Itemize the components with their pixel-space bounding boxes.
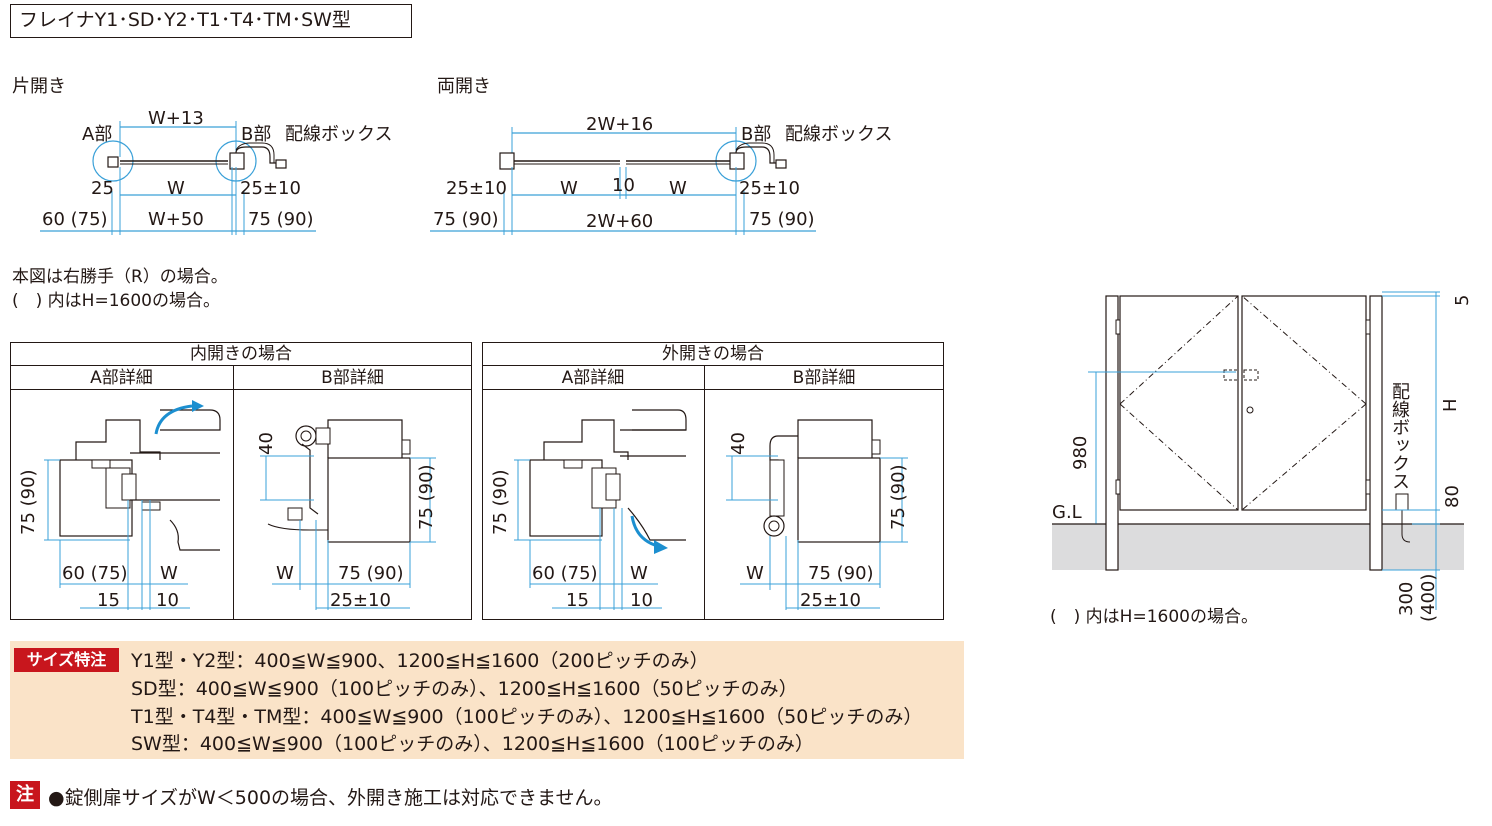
outward-a-bottom-10: 10 [630, 590, 653, 611]
inward-b-w: W [276, 563, 294, 584]
single-bottom-right: 75 (90) [248, 209, 314, 230]
elevation-paren-note: ( ) 内はH=1600の場合。 [1050, 607, 1258, 627]
outward-b-75: 75 (90) [808, 563, 874, 584]
outward-b-w: W [746, 563, 764, 584]
size-order-line: SD型：400≦W≦900（100ピッチのみ）、1200≦H≦1600（50ピッ… [131, 678, 798, 700]
inward-b-25: 25±10 [330, 590, 391, 611]
outward-b-25: 25±10 [800, 590, 861, 611]
outward-a-bottom-15: 15 [566, 590, 589, 611]
single-b-part-label: B部 [241, 124, 272, 145]
caution-text: ●錠側扉サイズがW＜500の場合、外開き施工は対応できません。 [48, 787, 613, 809]
double-width-left: W [560, 178, 578, 199]
inward-detail-drawings [44, 400, 436, 610]
single-bottom-left: 60 (75) [42, 209, 108, 230]
elevation-dim-5: 5 [1452, 294, 1473, 306]
elevation-wiring-box-label: 配線ボックス [1389, 382, 1410, 490]
single-wiring-box-label: 配線ボックス [285, 124, 393, 145]
outward-b-height: 75 (90) [888, 464, 909, 530]
single-swing-plan [40, 121, 316, 235]
elevation-dim-300: 300 [1396, 581, 1417, 616]
double-swing-title: 両開き [437, 76, 491, 97]
double-gap: 10 [612, 175, 635, 196]
inward-b-height: 75 (90) [416, 464, 437, 530]
outward-detail-panel [482, 342, 944, 620]
handed-note: 本図は右勝手（R）の場合。 [12, 267, 228, 287]
elevation-dim-980: 980 [1070, 435, 1091, 470]
single-width: W [167, 178, 185, 199]
size-order-line: Y1型・Y2型：400≦W≦900、1200≦H≦1600（200ピッチのみ） [131, 650, 709, 672]
single-left-offset: 25 [91, 178, 114, 199]
double-bottom-left: 75 (90) [433, 209, 499, 230]
single-a-part-label: A部 [82, 124, 113, 145]
double-swing-plan [430, 127, 816, 235]
outward-b-title: B部詳細 [792, 368, 856, 388]
inward-a-height: 75 (90) [18, 469, 39, 535]
single-right-offset: 25±10 [240, 178, 301, 199]
outward-a-height: 75 (90) [490, 469, 511, 535]
elevation-dim-400: (400) [1418, 573, 1439, 622]
elevation-dim-80: 80 [1442, 485, 1463, 508]
page-title: フレイナY1･SD･Y2･T1･T4･TM･SW型 [10, 4, 412, 38]
inward-b-75: 75 (90) [338, 563, 404, 584]
paren-note: ( ) 内はH=1600の場合。 [12, 291, 220, 311]
gate-elevation [1052, 291, 1464, 610]
double-bottom-mid: 2W+60 [586, 211, 654, 232]
double-width-right: W [669, 178, 687, 199]
outward-a-title: A部詳細 [561, 368, 625, 388]
outward-a-bottom-w: W [630, 563, 648, 584]
inward-a-bottom-10: 10 [156, 590, 179, 611]
inward-b-title: B部詳細 [321, 368, 384, 388]
inward-a-title: A部詳細 [90, 368, 153, 388]
double-top-dim: 2W+16 [586, 114, 654, 135]
outward-a-bottom-left: 60 (75) [532, 563, 598, 584]
single-top-dim: W+13 [148, 108, 204, 129]
outward-b-40: 40 [728, 432, 749, 455]
inward-a-bottom-15: 15 [97, 590, 120, 611]
inward-detail-panel [10, 342, 472, 620]
double-left-offset: 25±10 [446, 178, 507, 199]
single-bottom-mid: W+50 [148, 209, 204, 230]
inward-title: 内開きの場合 [190, 344, 292, 364]
outward-title: 外開きの場合 [662, 344, 764, 364]
elevation-dim-h: H [1440, 398, 1461, 412]
size-order-box [10, 641, 964, 759]
elevation-gl-label: G.L [1052, 502, 1082, 523]
caution-badge: 注 [10, 781, 40, 809]
double-right-offset: 25±10 [739, 178, 800, 199]
inward-a-bottom-left: 60 (75) [62, 563, 128, 584]
double-b-part-label: B部 [741, 124, 772, 145]
inward-b-40: 40 [256, 432, 277, 455]
double-bottom-right: 75 (90) [749, 209, 815, 230]
size-order-line: T1型・T4型・TM型：400≦W≦900（100ピッチのみ）、1200≦H≦1… [131, 706, 923, 728]
size-order-badge: サイズ特注 [14, 648, 119, 672]
outward-detail-drawings [514, 409, 908, 610]
inward-a-bottom-w: W [160, 563, 178, 584]
single-swing-title: 片開き [12, 76, 66, 97]
double-wiring-box-label: 配線ボックス [785, 124, 893, 145]
size-order-line: SW型：400≦W≦900（100ピッチのみ）、1200≦H≦1600（100ピ… [131, 733, 814, 755]
